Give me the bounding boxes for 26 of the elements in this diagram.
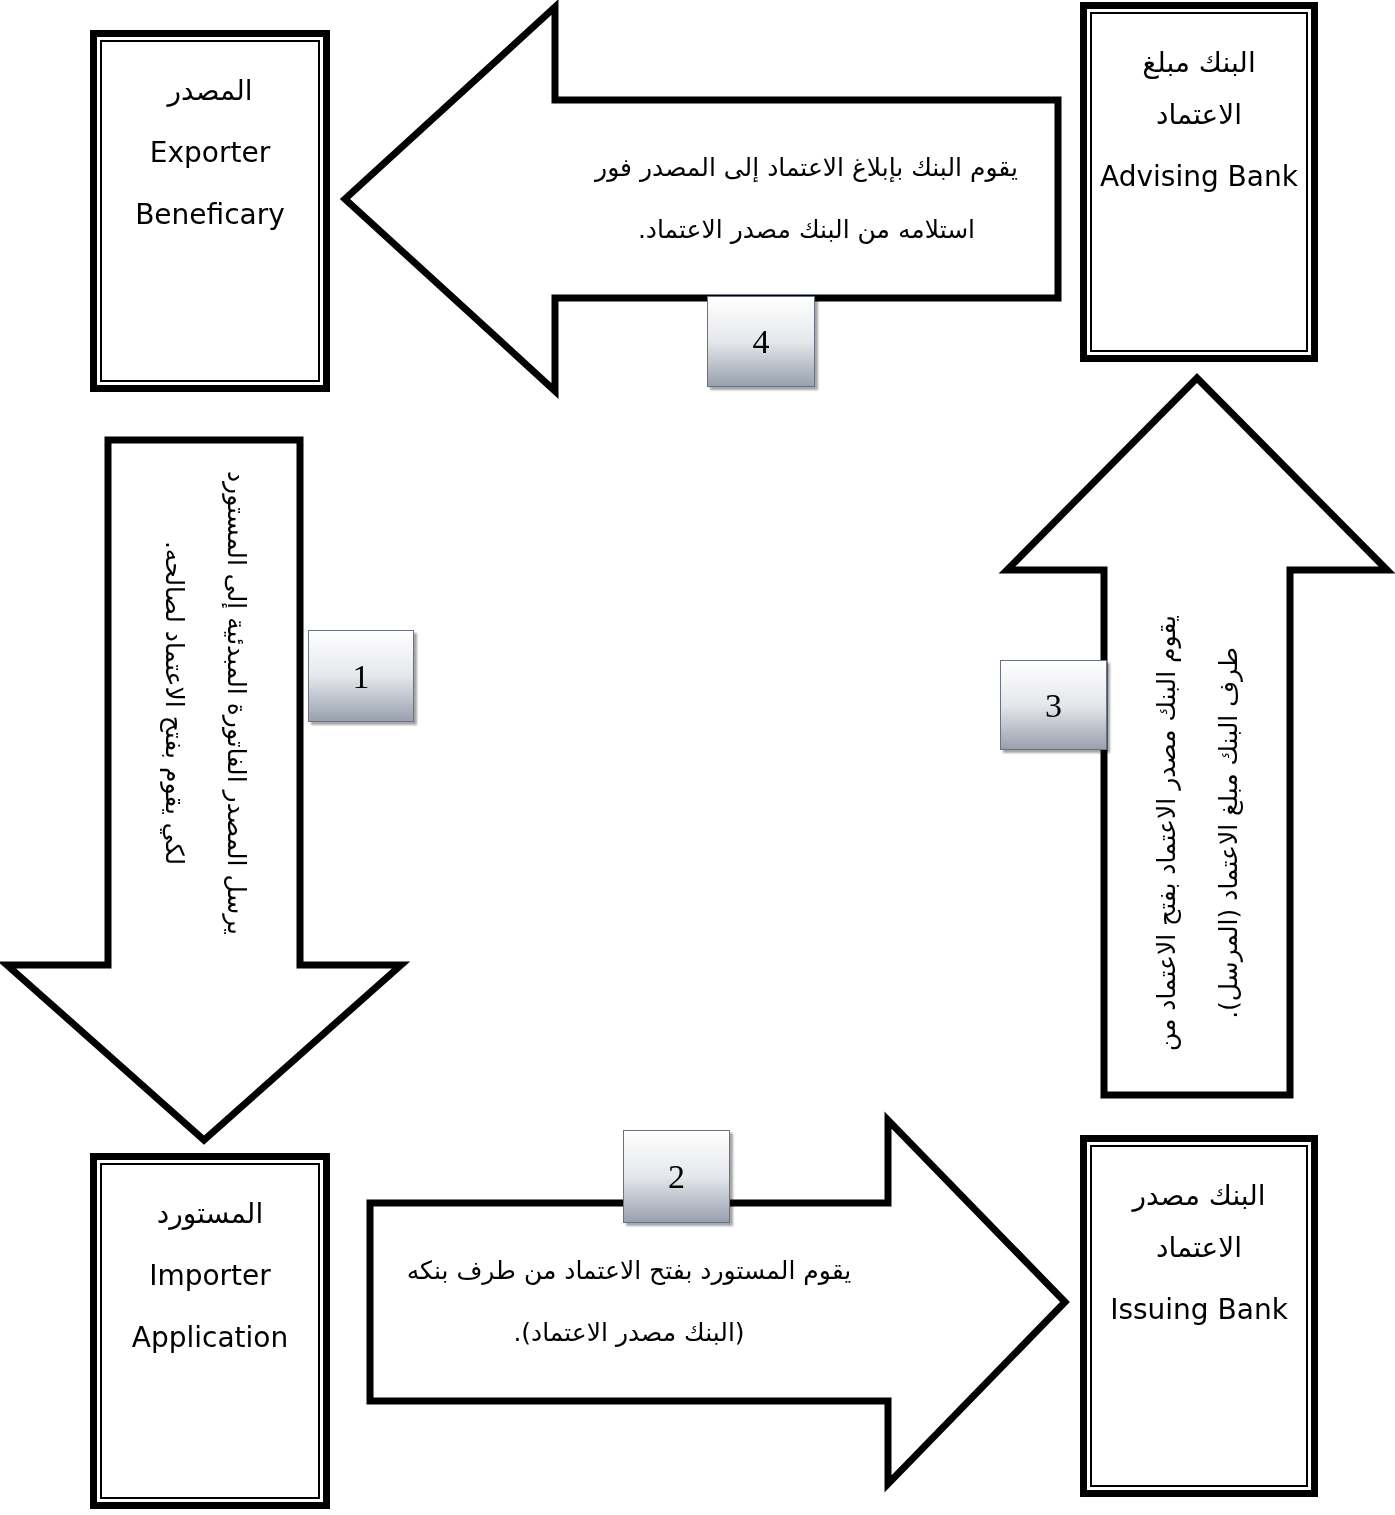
block-arrow: [366, 1111, 1070, 1493]
party-box: [1080, 1135, 1318, 1497]
party-name: المستورد: [156, 1196, 264, 1232]
party-label: Advising Bank: [1100, 159, 1298, 195]
party-label: Exporter: [149, 135, 271, 171]
block-arrow: [339, 0, 1062, 399]
edge-label: يقوم المستورد بفتح الاعتماد من طرف بنكه (البنك مصدر الاعتماد).: [405, 1255, 853, 1349]
edge-label: يقوم البنك بإبلاغ الاعتماد إلى المصدر فور استلامه من البنك مصدر الاعتماد.: [593, 152, 1019, 246]
party-box: [90, 30, 330, 392]
party-box: [1080, 2, 1318, 362]
party-box: [90, 1153, 330, 1509]
number-box: 1: [308, 630, 414, 722]
party-label: Issuing Bank: [1110, 1292, 1288, 1328]
party-name: البنك مبلغ الاعتماد: [1141, 45, 1257, 133]
party-name: البنك مصدر الاعتماد: [1130, 1178, 1267, 1266]
number-box: 4: [707, 296, 815, 387]
party-label: Application: [131, 1320, 289, 1356]
number-box: 2: [623, 1130, 730, 1223]
edge-label: يرسل المصدر الفاتورة المبدئية إلى المستورد لكي يقوم بفتح الاعتماد لصالحه.: [158, 469, 251, 937]
party-label: Beneficary: [135, 197, 285, 233]
party-name: المصدر: [167, 73, 253, 109]
block-arrow: [998, 373, 1395, 1099]
edge-label: يقوم البنك مصدر الاعتماد بفتح الاعتماد من طرف البنك مبلغ الاعتماد (المرسل).: [1150, 613, 1244, 1053]
block-arrow: [0, 436, 411, 1145]
party-label: Importer: [149, 1258, 271, 1294]
number-box: 3: [1000, 660, 1107, 750]
